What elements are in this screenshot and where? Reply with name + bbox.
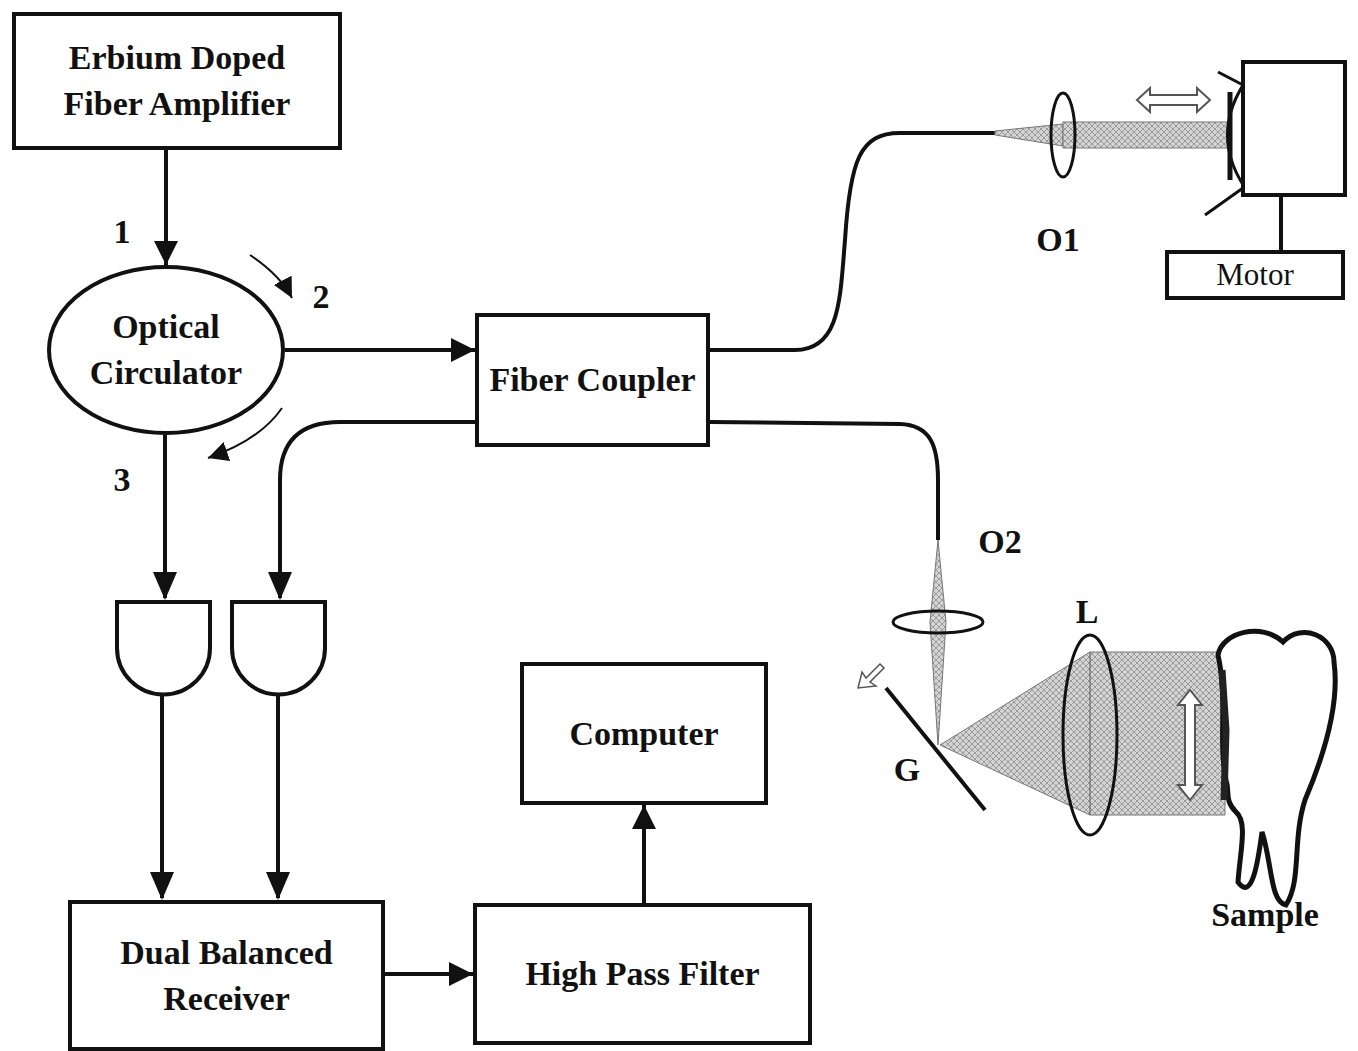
node-text: Erbium Doped Fiber Amplifier bbox=[26, 35, 328, 127]
tooth-sample bbox=[1218, 631, 1335, 905]
component-label: O2 bbox=[978, 523, 1021, 561]
beam bbox=[995, 124, 1063, 146]
node-text: Motor bbox=[1216, 258, 1294, 292]
arrowhead bbox=[266, 872, 290, 900]
beam bbox=[1063, 122, 1230, 148]
component-label: O1 bbox=[1036, 221, 1079, 259]
sample-surface bbox=[1222, 670, 1226, 800]
filter-box: High Pass Filter bbox=[473, 903, 812, 1045]
wire bbox=[160, 695, 164, 898]
mount bbox=[1205, 188, 1243, 215]
photodetector bbox=[232, 602, 325, 695]
fiber bbox=[710, 133, 995, 350]
motor-box: Motor bbox=[1165, 250, 1345, 300]
mount bbox=[1218, 72, 1243, 85]
port-number: 2 bbox=[313, 278, 330, 316]
photodetector bbox=[117, 602, 210, 695]
node-text: Dual Balanced Receiver bbox=[82, 930, 371, 1022]
arrowhead bbox=[153, 572, 177, 600]
receiver-box: Dual Balanced Receiver bbox=[68, 900, 385, 1051]
objective-lens bbox=[1051, 93, 1075, 177]
component-label: L bbox=[1076, 593, 1099, 631]
motor-shaft bbox=[1279, 195, 1283, 250]
objective-lens bbox=[893, 611, 983, 633]
node-text: High Pass Filter bbox=[525, 951, 759, 997]
port-number: 1 bbox=[114, 213, 131, 251]
galvo-mirror bbox=[886, 688, 985, 810]
amplifier-box: Erbium Doped Fiber Amplifier bbox=[12, 12, 342, 150]
wire bbox=[276, 695, 280, 898]
scan-arrow bbox=[858, 664, 884, 688]
arrowhead bbox=[150, 872, 174, 900]
node-text: Computer bbox=[569, 711, 718, 757]
fiber bbox=[280, 422, 475, 598]
signal-arrow bbox=[285, 348, 475, 352]
node-text: Fiber Coupler bbox=[489, 357, 695, 403]
beam bbox=[930, 540, 946, 745]
beam-edge bbox=[1090, 652, 1091, 815]
scan-arrow bbox=[1178, 690, 1202, 800]
ellipse-outline bbox=[47, 265, 285, 435]
scan-arrow bbox=[1137, 88, 1210, 112]
node-text: Optical Circulator bbox=[71, 304, 261, 396]
signal-arrow bbox=[642, 805, 646, 903]
circulator-ellipse: Optical Circulator bbox=[47, 265, 285, 435]
beam bbox=[940, 652, 1225, 815]
computer-box: Computer bbox=[520, 662, 768, 805]
ellipse-outline bbox=[49, 267, 283, 433]
port-number: 3 bbox=[114, 461, 131, 499]
translation-stage bbox=[1243, 62, 1345, 195]
scan-lens bbox=[1063, 635, 1117, 835]
signal-arrow bbox=[385, 972, 473, 976]
coupler-box: Fiber Coupler bbox=[475, 313, 710, 447]
sample-label: Sample bbox=[1211, 896, 1319, 934]
arrowhead bbox=[268, 572, 292, 600]
component-label: G bbox=[894, 751, 920, 789]
fiber bbox=[710, 422, 938, 540]
rotation-arrow bbox=[250, 255, 292, 298]
signal-arrow bbox=[164, 150, 168, 265]
